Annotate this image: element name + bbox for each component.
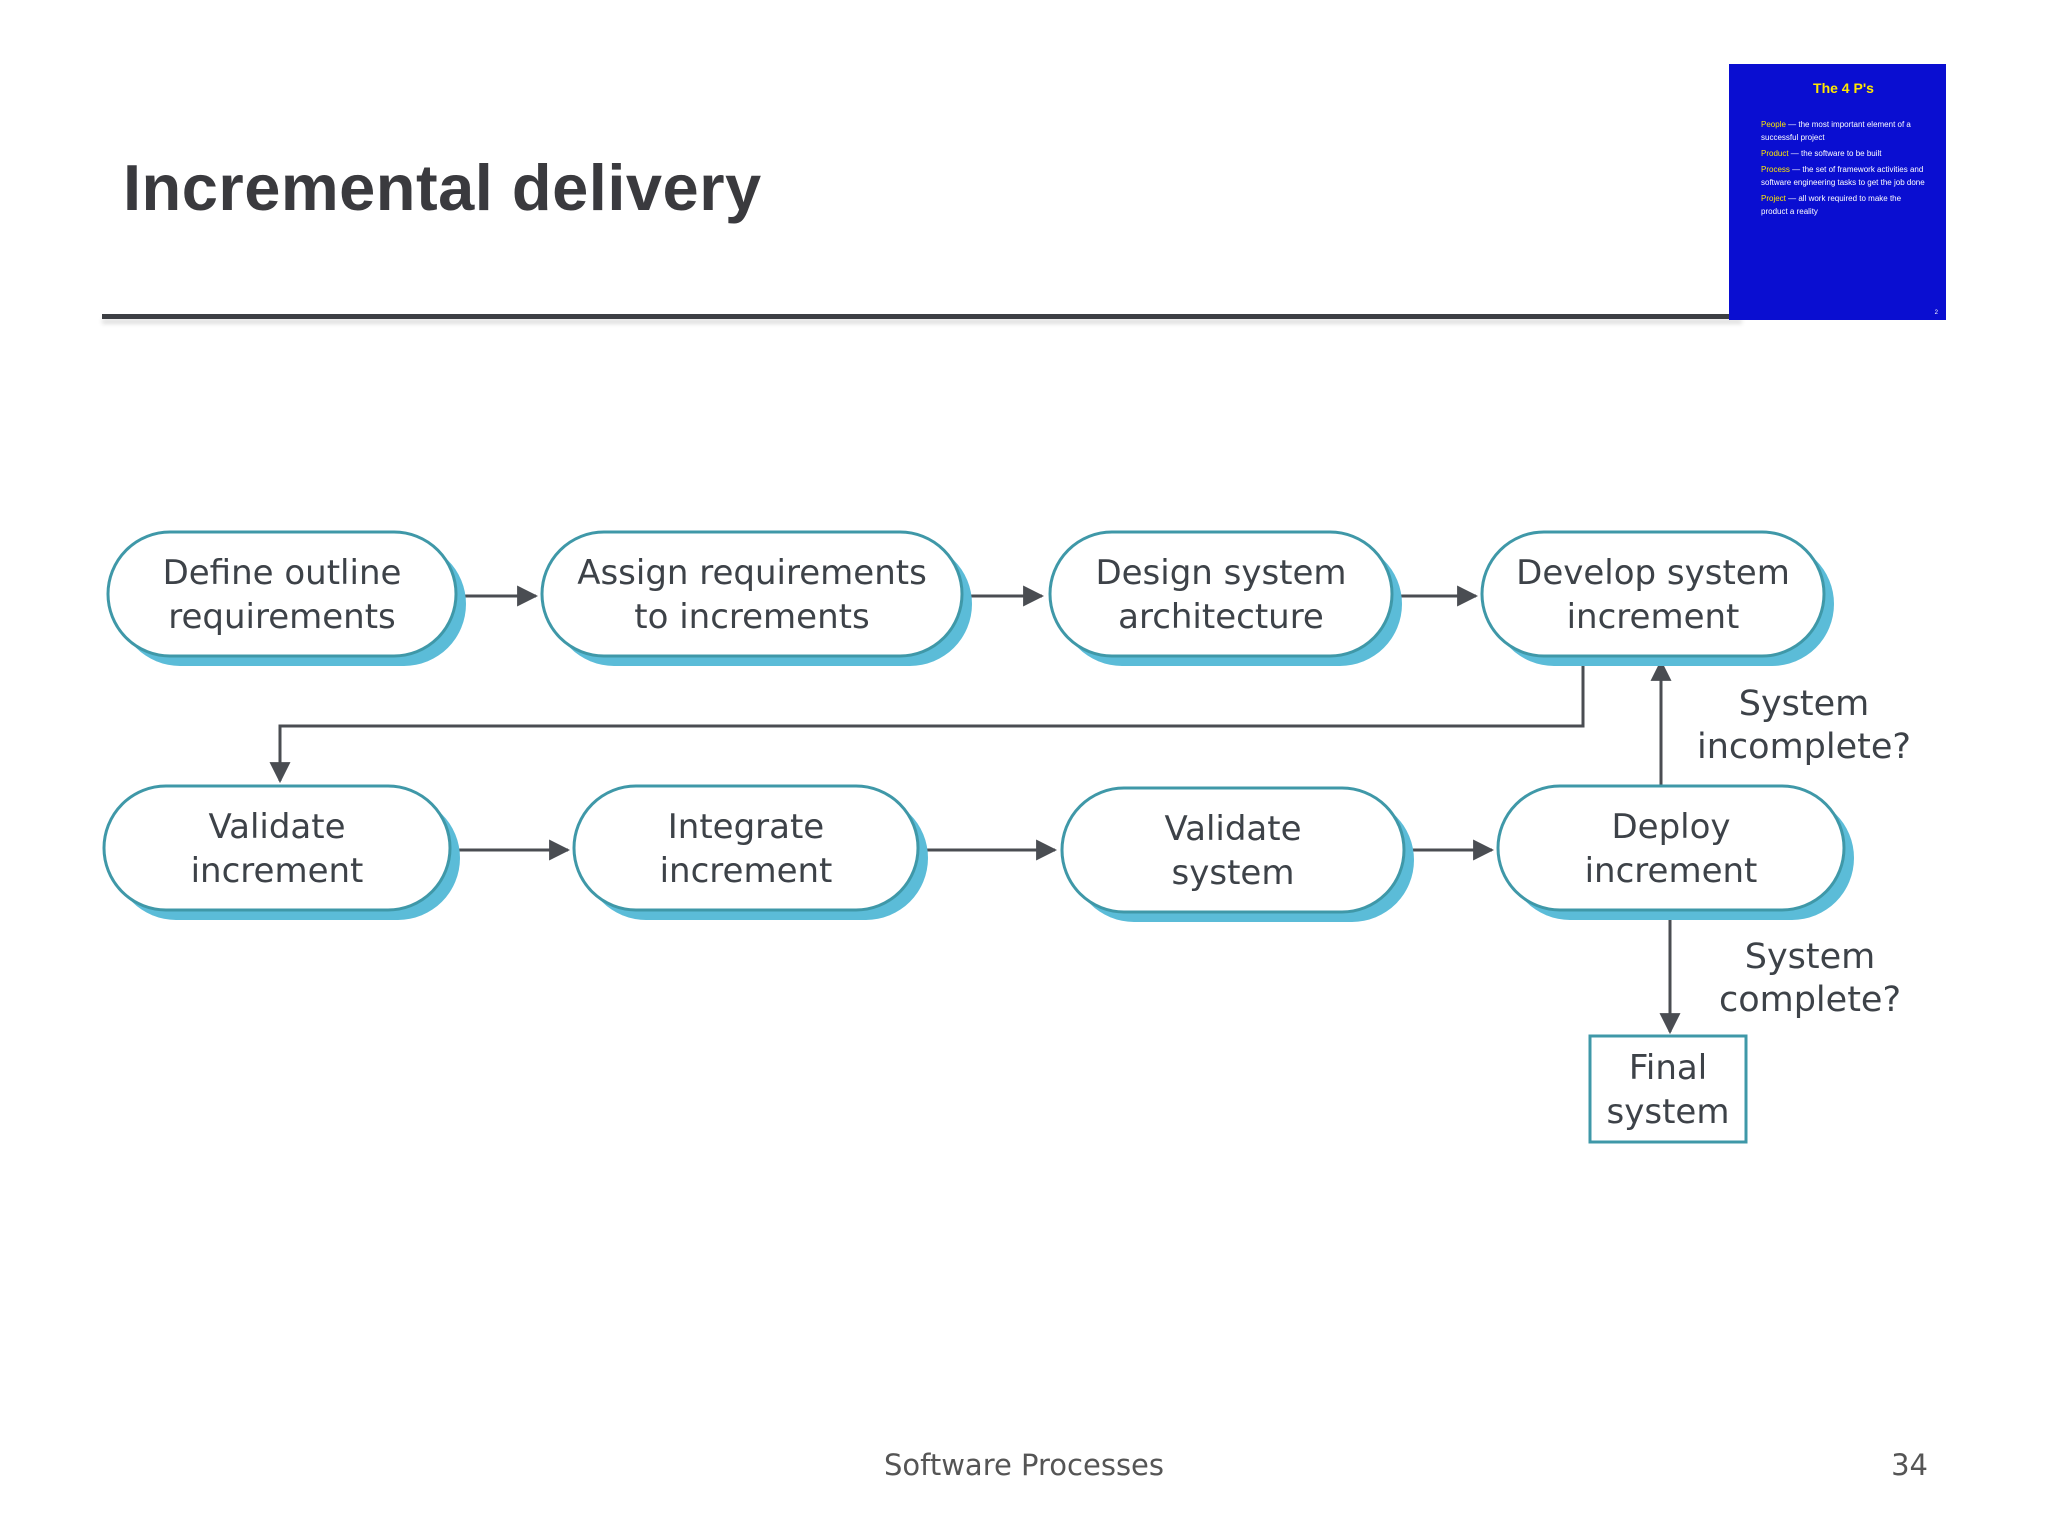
node-label: to increments xyxy=(634,597,869,637)
footer-title: Software Processes xyxy=(883,1448,1165,1482)
thumbnail-item: Project — all work required to make the … xyxy=(1761,194,1902,216)
svg-text:System: System xyxy=(1745,937,1876,977)
node-label: Define outline xyxy=(163,553,402,593)
node-box xyxy=(102,784,452,912)
node-label: Final xyxy=(1629,1048,1707,1088)
node-label: system xyxy=(1172,853,1295,893)
node-label: Validate xyxy=(208,807,345,847)
page-number: 34 xyxy=(1891,1448,1928,1482)
thumbnail-item: People — the most important element of a… xyxy=(1761,120,1911,142)
node-label: Assign requirements xyxy=(577,553,927,593)
node-box xyxy=(1060,786,1406,914)
node-box xyxy=(1588,1034,1748,1144)
node-label: requirements xyxy=(168,597,396,637)
node-label: system xyxy=(1607,1092,1730,1132)
decision-label-incomplete: System incomplete? xyxy=(1697,684,1911,767)
node-box xyxy=(106,530,458,658)
node-label: increment xyxy=(191,851,364,891)
thumbnail-item: Process — the set of framework activitie… xyxy=(1761,165,1925,187)
node-label: increment xyxy=(1567,597,1740,637)
node-box xyxy=(1480,530,1826,658)
svg-text:System: System xyxy=(1739,684,1870,724)
node-label: increment xyxy=(1585,851,1758,891)
node-label: Design system xyxy=(1095,553,1346,593)
node-label: Develop system xyxy=(1516,553,1790,593)
node-label: Deploy xyxy=(1611,807,1730,847)
slide-thumbnail: The 4 P's People — the most important el… xyxy=(1729,64,1946,320)
connectors xyxy=(269,585,1681,1035)
svg-text:complete?: complete? xyxy=(1719,980,1901,1020)
thumbnail-page-number: 2 xyxy=(1934,310,1938,316)
node-label: Validate xyxy=(1164,809,1301,849)
node-label: increment xyxy=(660,851,833,891)
title-divider xyxy=(102,314,1742,319)
node-label: architecture xyxy=(1118,597,1324,637)
svg-text:incomplete?: incomplete? xyxy=(1697,727,1911,767)
node-box xyxy=(1048,530,1394,658)
page-title: Incremental delivery xyxy=(123,151,762,224)
thumbnail-title: The 4 P's xyxy=(1813,80,1874,96)
arrow-develop-to-validate xyxy=(269,657,1585,784)
node-box xyxy=(540,530,964,658)
decision-label-complete: System complete? xyxy=(1719,937,1901,1020)
node-label: Integrate xyxy=(668,807,824,847)
node-box xyxy=(572,784,920,912)
thumbnail-item: Product — the software to be built xyxy=(1761,149,1882,158)
node-box xyxy=(1496,784,1846,912)
